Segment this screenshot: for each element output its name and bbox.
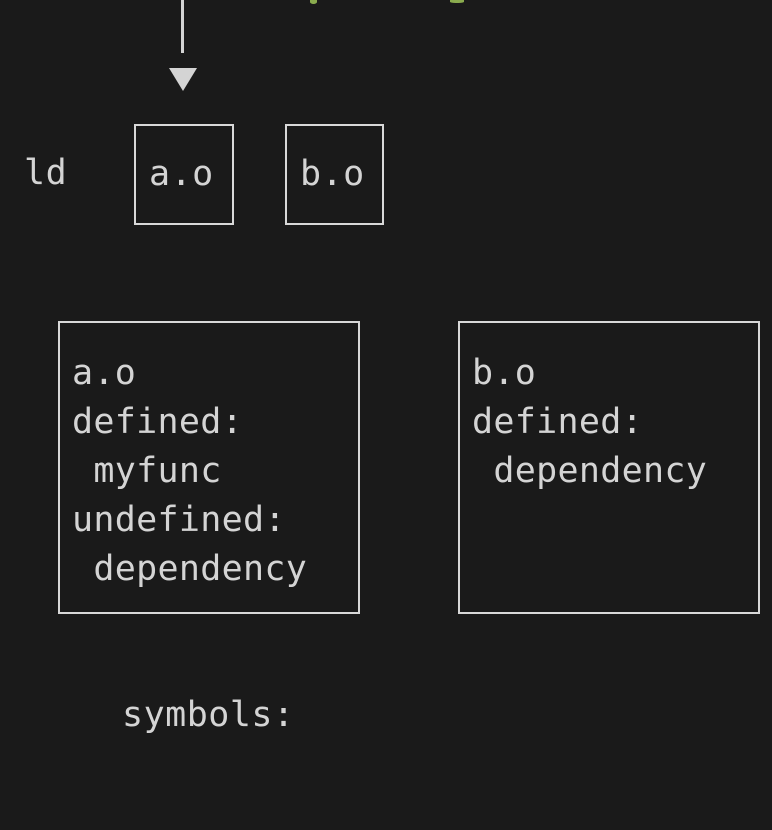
- object-file-box-b[interactable]: b.o: [285, 124, 384, 225]
- linker-label: ld: [24, 153, 68, 193]
- object-file-label-a: a.o: [149, 154, 214, 194]
- symbol-panel-a: a.o defined: myfunc undefined: dependenc…: [58, 321, 360, 614]
- clipped-green-text-fragment-2: [450, 0, 464, 3]
- object-file-label-b: b.o: [300, 154, 365, 194]
- symbol-panel-a-undefined-item: dependency: [72, 549, 308, 589]
- vertical-line-icon: [181, 0, 184, 53]
- symbol-panel-a-undefined-header: undefined:: [72, 500, 286, 540]
- symbols-caption: symbols:: [122, 695, 295, 735]
- symbol-panel-a-title: a.o: [72, 353, 137, 393]
- arrow-down-icon: [169, 68, 197, 91]
- clipped-green-text-fragment-1: [310, 0, 317, 4]
- symbol-panel-b-defined-item: dependency: [472, 451, 708, 491]
- symbol-panel-b: b.o defined: dependency: [458, 321, 760, 614]
- symbol-panel-b-defined-header: defined:: [472, 402, 643, 442]
- symbol-panel-b-title: b.o: [472, 353, 537, 393]
- symbol-panel-a-defined-header: defined:: [72, 402, 243, 442]
- symbol-panel-a-defined-item: myfunc: [72, 451, 222, 491]
- object-file-box-a[interactable]: a.o: [134, 124, 234, 225]
